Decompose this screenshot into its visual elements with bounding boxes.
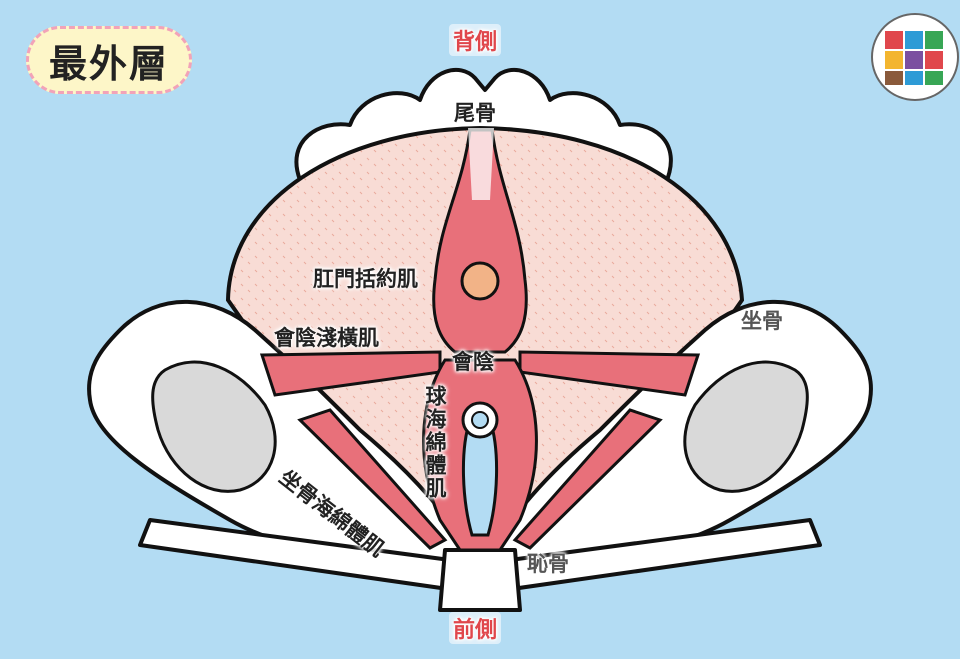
perineum-label: 會陰	[452, 350, 494, 374]
page-title: 最外層	[48, 41, 169, 86]
vaginal-opening	[461, 418, 499, 537]
bulbospongiosus-label: 球海綿體肌	[423, 385, 447, 500]
pubic-symphysis	[438, 548, 522, 612]
dorsal-label: 背側	[449, 24, 502, 56]
left-obturator	[151, 360, 277, 493]
right-obturator	[683, 360, 809, 493]
right-ischiocavernosus	[512, 408, 663, 550]
left-ischiocavernosus	[297, 408, 448, 550]
logo-icon	[871, 13, 959, 101]
title-badge: 最外層	[26, 26, 192, 94]
coccyx-ligament	[468, 128, 494, 200]
anal-sphincter-muscle	[432, 128, 528, 354]
ventral-label: 前側	[449, 612, 502, 644]
pubis-label: 恥骨	[527, 552, 569, 576]
coccyx-label: 尾骨	[454, 101, 496, 125]
ischium-label: 坐骨	[741, 309, 783, 333]
anus-opening	[460, 261, 500, 301]
transverse-perineal-label: 會陰淺橫肌	[274, 326, 379, 350]
anal-sphincter-label: 肛門括約肌	[313, 267, 418, 291]
